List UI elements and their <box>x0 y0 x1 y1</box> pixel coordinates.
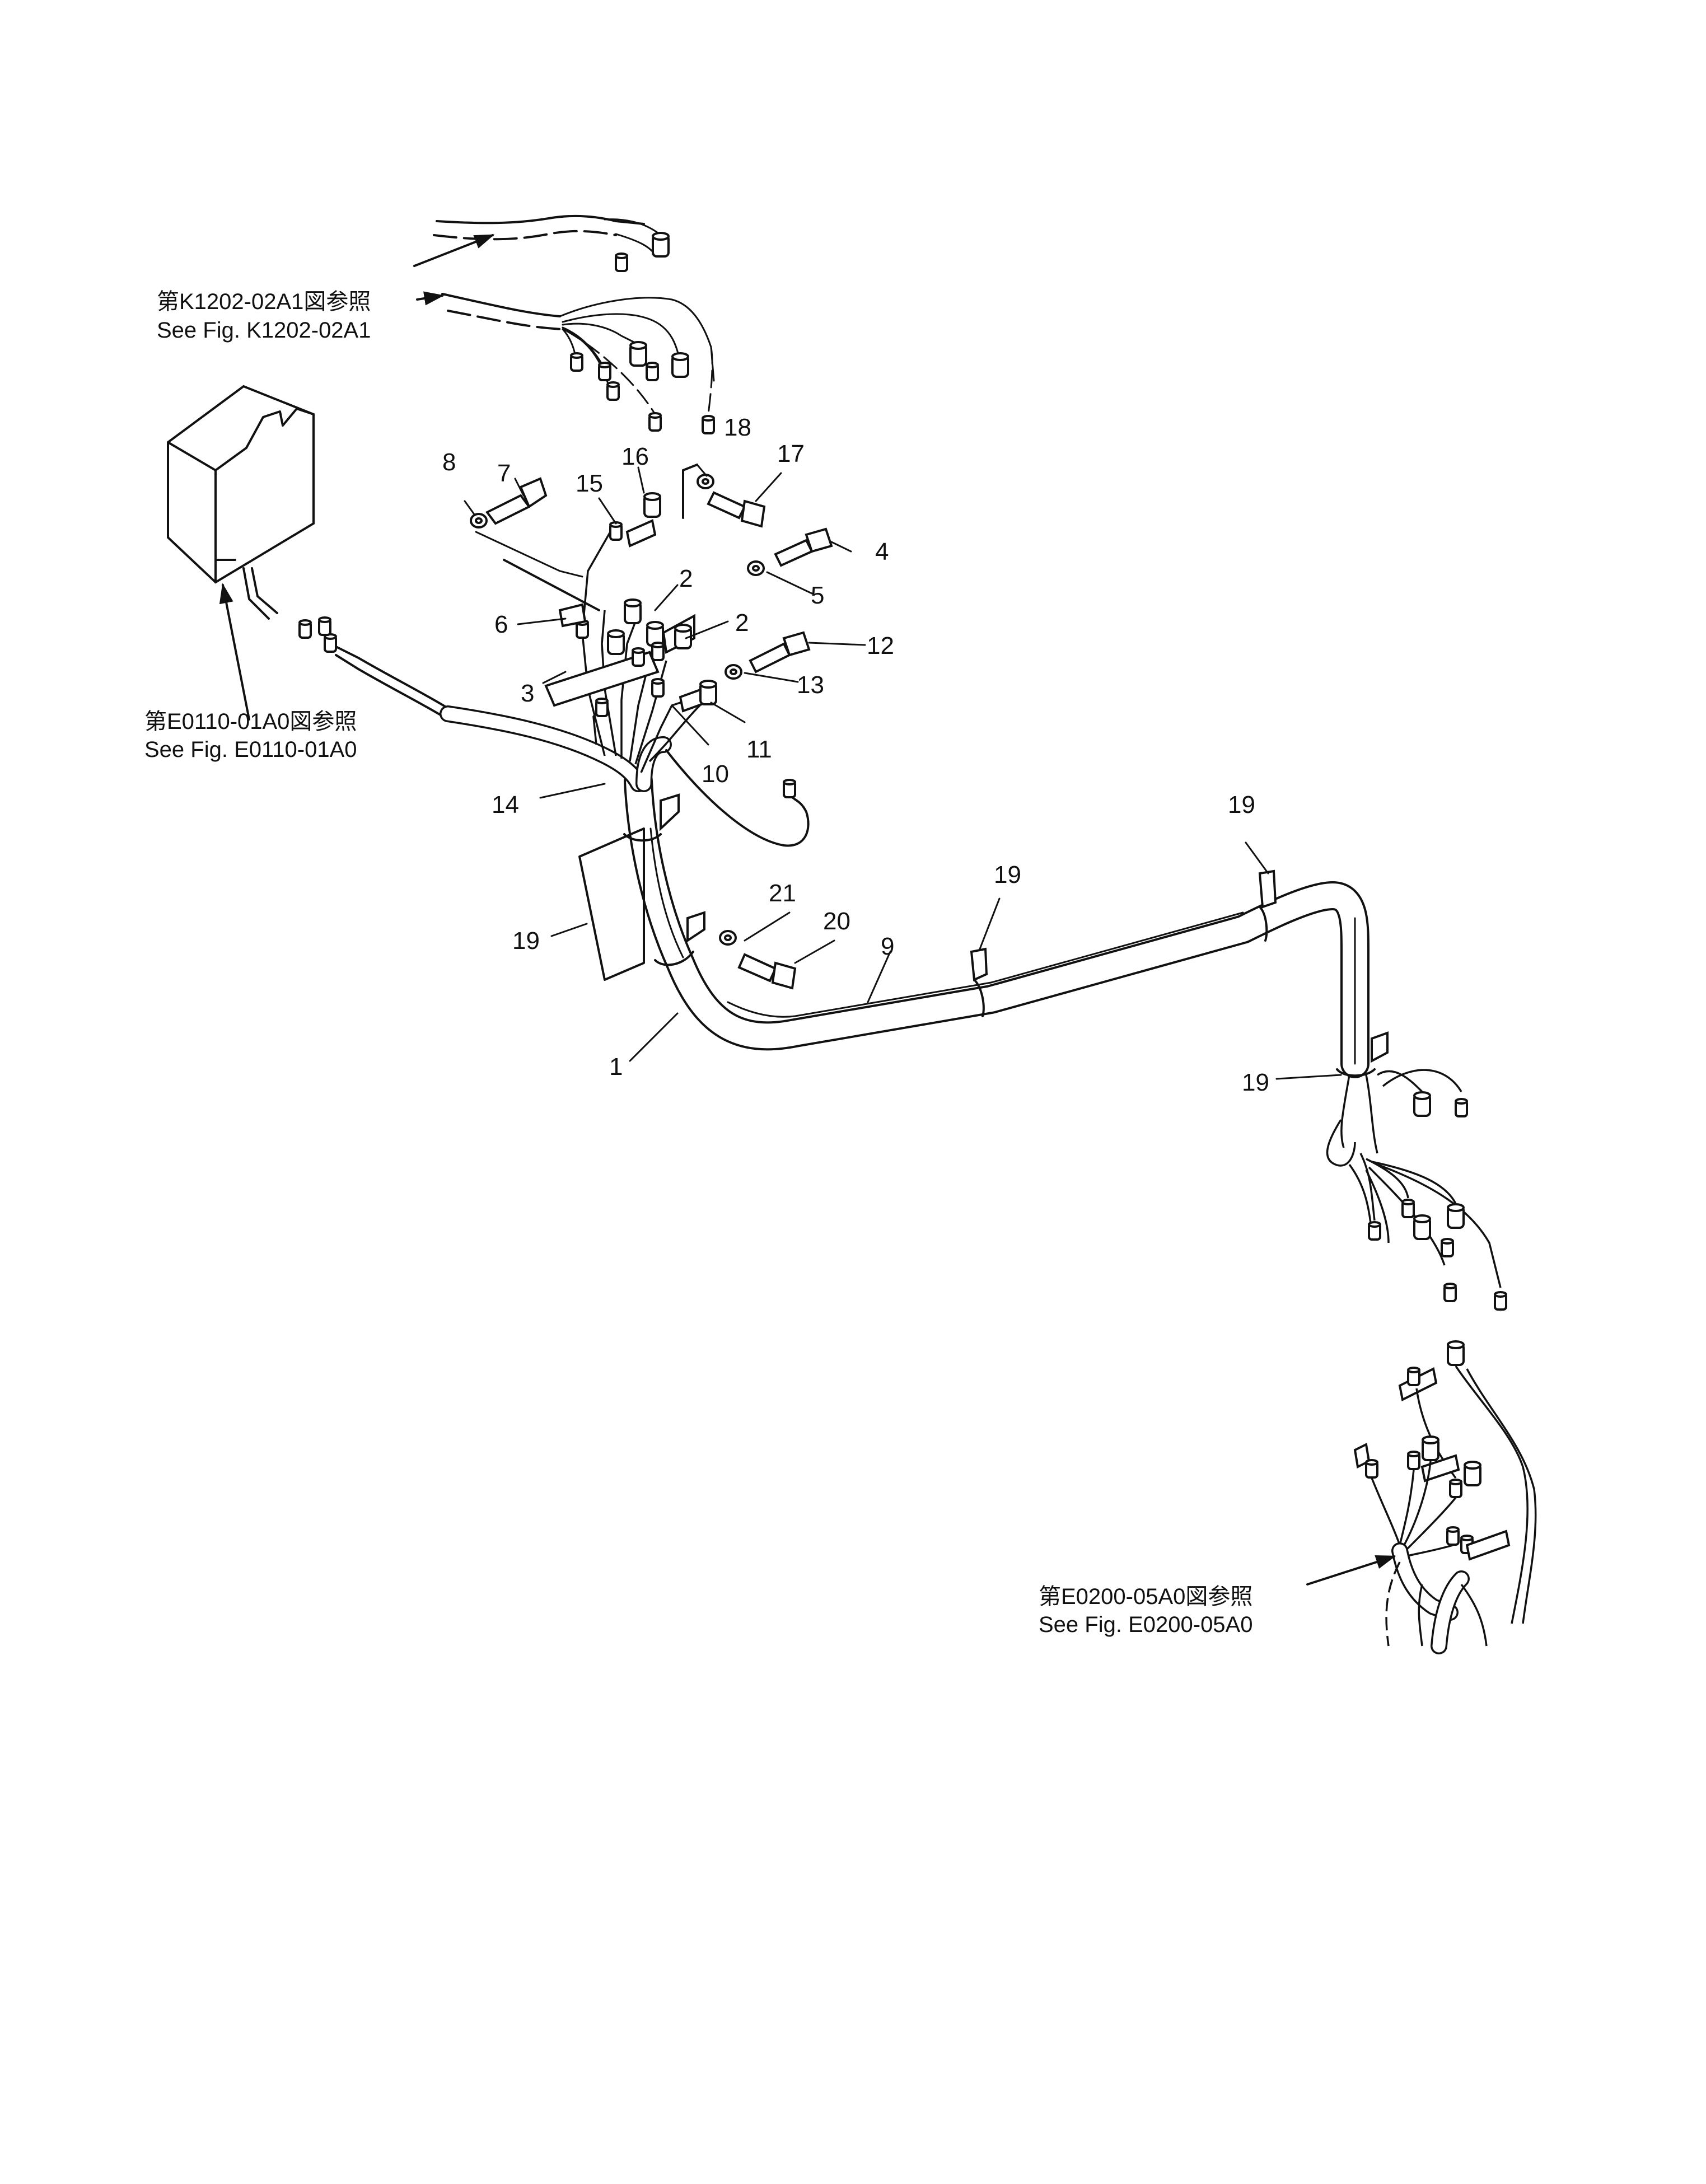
reference-e0110-en: See Fig. E0110-01A0 <box>144 737 357 762</box>
part-number-2-lower: 2 <box>735 609 749 637</box>
part-number-labels: 1 2 2 3 4 5 6 7 8 9 10 11 12 13 14 15 16… <box>442 414 1269 1096</box>
upper-bundle <box>440 523 810 847</box>
upper-harness-branches <box>433 214 715 434</box>
part-number-6: 6 <box>494 611 508 638</box>
clamp-19-vertical <box>1336 1031 1389 1077</box>
reference-k1202: 第K1202-02A1図参照 See Fig. K1202-02A1 <box>157 289 371 343</box>
part-number-19-vertical: 19 <box>1242 1069 1269 1096</box>
leader-lines <box>219 234 1396 1586</box>
controller-box <box>167 385 449 721</box>
part-number-4: 4 <box>875 538 889 565</box>
part-number-21: 21 <box>769 880 796 907</box>
part-number-14: 14 <box>492 791 519 819</box>
part-number-2-upper: 2 <box>679 565 693 592</box>
clamp-19-middle <box>970 947 988 1017</box>
reference-e0200: 第E0200-05A0図参照 See Fig. E0200-05A0 <box>1039 1584 1252 1637</box>
bracket-assembly <box>475 492 717 713</box>
part-number-18: 18 <box>724 414 751 441</box>
part-number-13: 13 <box>797 671 824 699</box>
reference-k1202-en: See Fig. K1202-02A1 <box>157 318 371 343</box>
part-number-1: 1 <box>609 1053 623 1081</box>
lower-right-subassembly <box>1353 1340 1537 1654</box>
part-number-5: 5 <box>811 582 824 609</box>
part-number-7: 7 <box>497 460 511 487</box>
part-number-16: 16 <box>621 443 649 470</box>
part-number-19-right: 19 <box>1228 791 1255 819</box>
reference-e0110-jp: 第E0110-01A0図参照 <box>144 709 357 734</box>
right-end-branches <box>1326 1069 1507 1311</box>
reference-k1202-jp: 第K1202-02A1図参照 <box>157 289 371 314</box>
clamp-19-lower-left <box>654 911 705 966</box>
part-number-9: 9 <box>881 933 894 960</box>
part-number-10: 10 <box>702 760 729 788</box>
part-number-11: 11 <box>746 736 772 763</box>
part-number-19-left: 19 <box>512 927 540 955</box>
part-number-19-middle: 19 <box>994 861 1021 888</box>
bolts-and-washers <box>470 464 833 990</box>
part-number-15: 15 <box>576 470 603 497</box>
reference-e0110: 第E0110-01A0図参照 See Fig. E0110-01A0 <box>144 709 357 762</box>
part-number-12: 12 <box>867 632 894 660</box>
part-number-20: 20 <box>823 908 850 935</box>
part-number-3: 3 <box>521 680 534 707</box>
main-harness-tube <box>624 766 1370 1078</box>
part-number-17: 17 <box>777 440 805 467</box>
part-number-8: 8 <box>442 448 456 476</box>
reference-e0200-jp: 第E0200-05A0図参照 <box>1039 1584 1252 1609</box>
clamp-19-right <box>1258 869 1277 942</box>
reference-e0200-en: See Fig. E0200-05A0 <box>1039 1612 1252 1637</box>
